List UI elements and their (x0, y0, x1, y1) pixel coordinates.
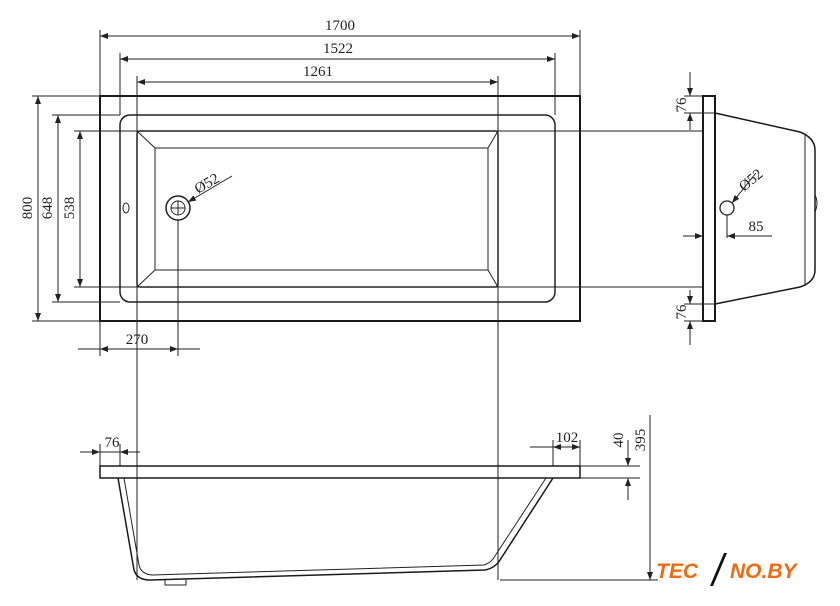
overflow-icon (122, 202, 130, 214)
dim-drain-diameter-side: Ø52 (736, 166, 766, 195)
front-view (99, 465, 581, 586)
dim-width-basin: 538 (62, 197, 78, 220)
dim-flange-top: 76 (674, 97, 690, 113)
tecno-logo: TEC NO.BY (656, 553, 799, 586)
dim-length-basin: 1261 (303, 64, 333, 80)
drain-icon (165, 195, 191, 221)
dim-rim-thickness: 40 (611, 433, 627, 448)
logo-text-b: NO.BY (730, 560, 799, 583)
dim-drain-offset-side: 85 (749, 219, 764, 235)
dim-drain-offset: 270 (126, 332, 149, 348)
dim-flange-bottom: 76 (674, 304, 690, 320)
dim-width-rim: 648 (40, 197, 56, 220)
logo-text-a: TEC (656, 560, 699, 583)
dim-depth-total: 395 (633, 429, 649, 452)
dim-width-total: 800 (20, 197, 36, 220)
dim-drain-diameter-top: Ø52 (192, 171, 222, 198)
dim-front-rim-right: 102 (556, 430, 579, 446)
dim-length-rim: 1522 (323, 41, 353, 57)
dim-front-rim-left: 76 (105, 435, 121, 451)
drain-icon (719, 200, 735, 216)
dim-length-total: 1700 (325, 18, 355, 34)
logo-slash-icon (710, 553, 727, 586)
side-view (702, 95, 818, 322)
